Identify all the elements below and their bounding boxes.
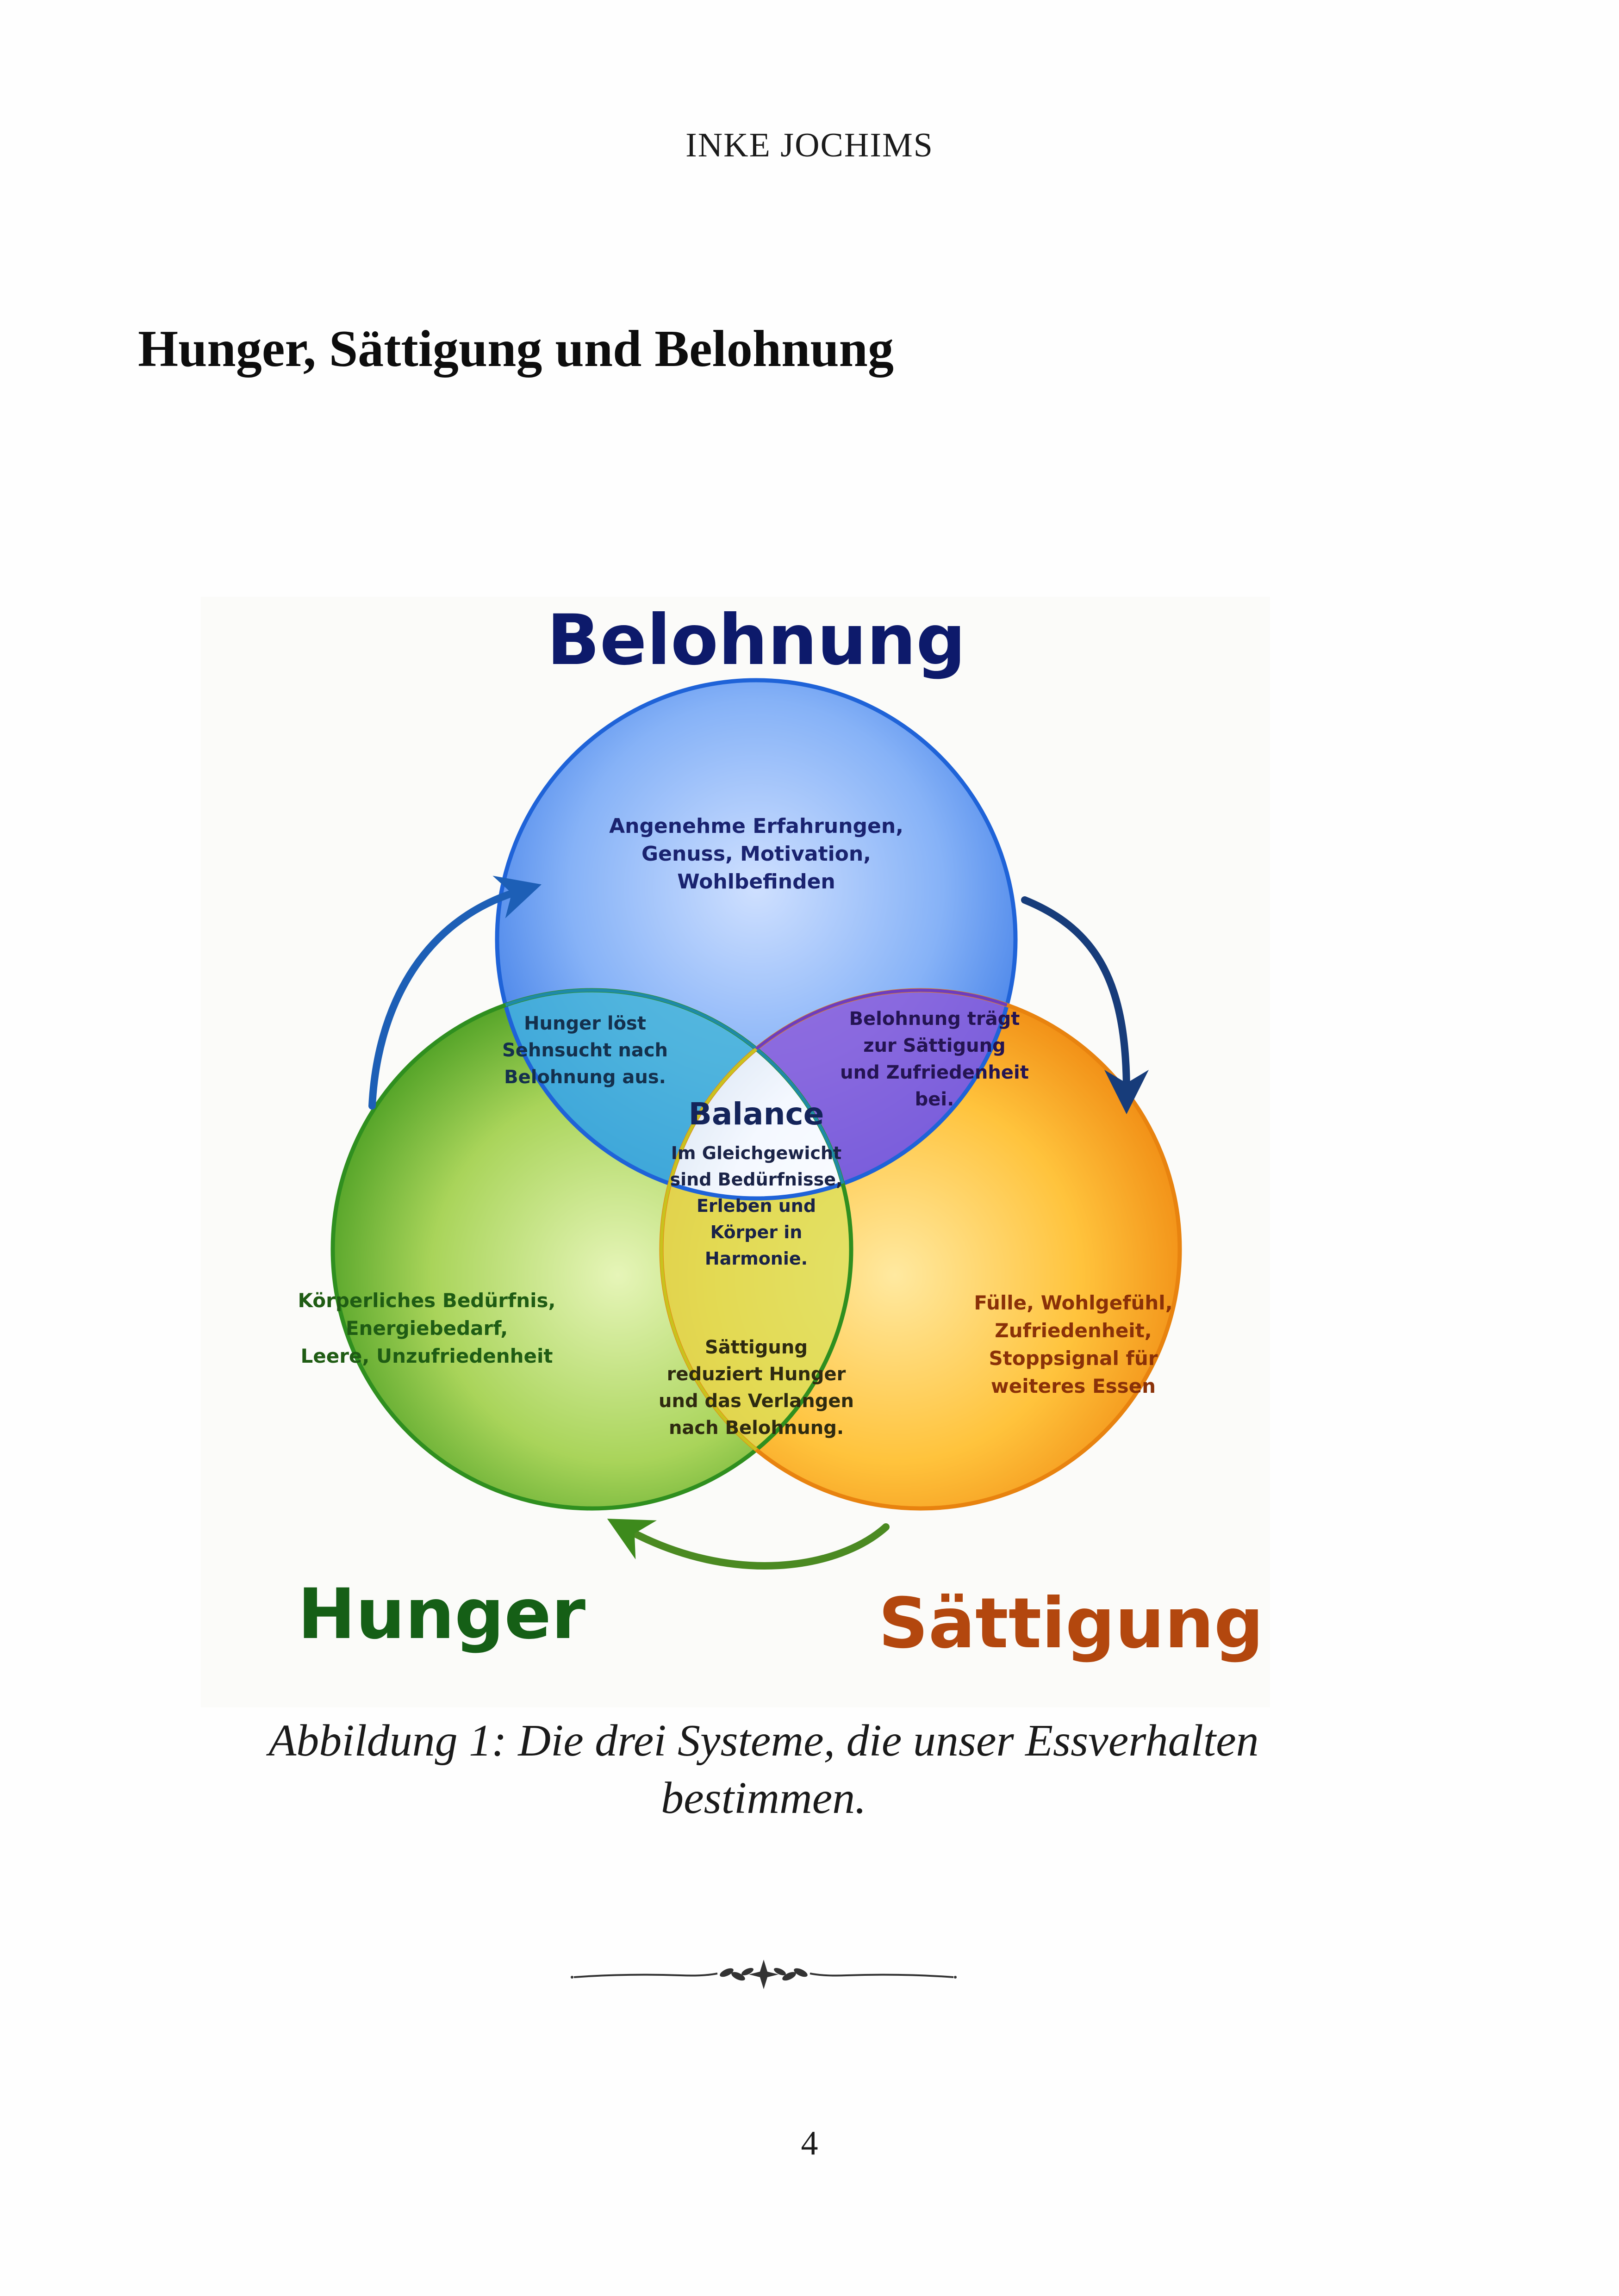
svg-text:Sättigung: Sättigung: [705, 1337, 808, 1358]
svg-text:Im Gleichgewicht: Im Gleichgewicht: [671, 1143, 841, 1163]
svg-text:und Zufriedenheit: und Zufriedenheit: [840, 1062, 1029, 1083]
venn-diagram: Belohnung Hunger Sättigung Angenehme Erf…: [298, 600, 1264, 1664]
svg-text:Belohnung trägt: Belohnung trägt: [849, 1008, 1020, 1030]
svg-text:Genuss, Motivation,: Genuss, Motivation,: [641, 842, 871, 866]
svg-text:Körperliches Bedürfnis,: Körperliches Bedürfnis,: [298, 1289, 555, 1312]
arrow-hunger-to-belohnung-icon: [368, 875, 542, 1110]
svg-text:Harmonie.: Harmonie.: [705, 1248, 808, 1269]
balance-description: Im Gleichgewicht sind Bedürfnisse, Erleb…: [670, 1143, 843, 1269]
running-head: INKE JOCHIMS: [685, 126, 934, 164]
svg-text:Körper in: Körper in: [710, 1222, 803, 1242]
svg-text:Fülle, Wohlgefühl,: Fülle, Wohlgefühl,: [974, 1291, 1172, 1314]
svg-text:Leere, Unzufriedenheit: Leere, Unzufriedenheit: [300, 1345, 553, 1367]
hunger-belohnung-description: Hunger löst Sehnsucht nach Belohnung aus…: [502, 1013, 668, 1088]
hunger-title: Hunger: [298, 1574, 585, 1655]
svg-text:Wohlbefinden: Wohlbefinden: [677, 870, 835, 894]
svg-text:Belohnung aus.: Belohnung aus.: [504, 1067, 666, 1088]
balance-title: Balance: [689, 1096, 824, 1132]
overlap-center: [661, 990, 851, 1198]
venn-diagram-figure: Belohnung Hunger Sättigung Angenehme Erf…: [201, 597, 1270, 1707]
section-title: Hunger, Sättigung und Belohnung: [138, 320, 894, 378]
svg-text:Energiebedarf,: Energiebedarf,: [346, 1317, 508, 1340]
caption-line: Abbildung 1: Die drei Systeme, die unser…: [268, 1716, 1259, 1766]
figure-caption: Abbildung 1: Die drei Systeme, die unser…: [231, 1712, 1296, 1827]
svg-text:Hunger löst: Hunger löst: [524, 1013, 646, 1034]
svg-text:weiteres Essen: weiteres Essen: [991, 1375, 1156, 1397]
svg-text:Zufriedenheit,: Zufriedenheit,: [995, 1319, 1152, 1342]
saettigung-title: Sättigung: [878, 1583, 1264, 1664]
belohnung-saettigung-description: Belohnung trägt zur Sättigung und Zufrie…: [840, 1008, 1029, 1110]
belohnung-description: Angenehme Erfahrungen, Genuss, Motivatio…: [609, 814, 903, 894]
saettigung-description: Fülle, Wohlgefühl, Zufriedenheit, Stopps…: [974, 1291, 1172, 1397]
svg-text:Sehnsucht nach: Sehnsucht nach: [502, 1040, 668, 1061]
svg-text:bei.: bei.: [915, 1089, 954, 1110]
svg-text:reduziert Hunger: reduziert Hunger: [667, 1364, 846, 1385]
svg-text:nach Belohnung.: nach Belohnung.: [669, 1417, 844, 1439]
belohnung-outline: [495, 678, 1018, 1201]
svg-text:Erleben und: Erleben und: [697, 1196, 816, 1216]
hunger-description: Körperliches Bedürfnis, Energiebedarf, L…: [298, 1289, 555, 1367]
svg-text:zur Sättigung: zur Sättigung: [863, 1035, 1005, 1056]
svg-text:Stoppsignal für: Stoppsignal für: [989, 1347, 1158, 1370]
svg-text:und das Verlangen: und das Verlangen: [659, 1390, 854, 1412]
page-number: 4: [801, 2124, 818, 2162]
hunger-saettigung-description: Sättigung reduziert Hunger und das Verla…: [659, 1337, 854, 1439]
svg-text:Angenehme Erfahrungen,: Angenehme Erfahrungen,: [609, 814, 903, 838]
arrow-saettigung-to-hunger-icon: [607, 1519, 890, 1570]
svg-text:sind Bedürfnisse,: sind Bedürfnisse,: [670, 1169, 843, 1190]
ornament-divider-icon: [571, 1960, 957, 1989]
belohnung-title: Belohnung: [547, 600, 965, 681]
arrow-belohnung-to-saettigung-icon: [1021, 896, 1149, 1114]
caption-line: bestimmen.: [661, 1773, 866, 1823]
